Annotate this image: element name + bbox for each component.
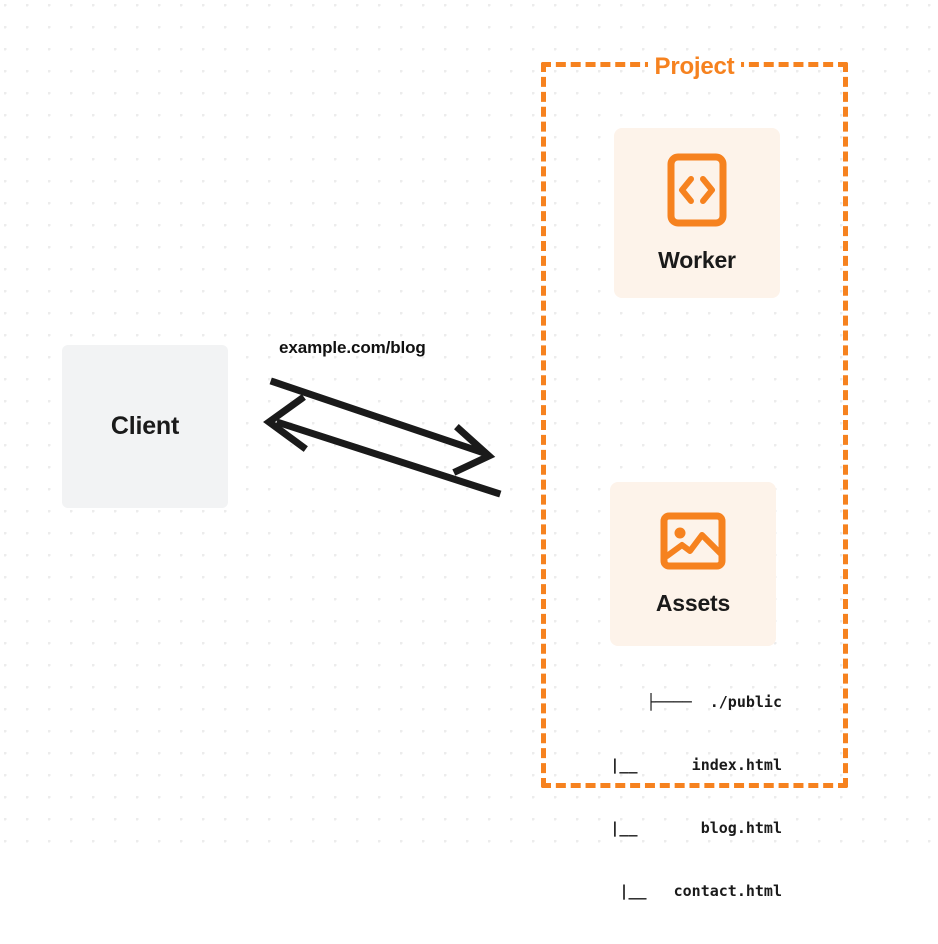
client-node: Client — [62, 345, 228, 508]
assets-card-label: Assets — [655, 590, 731, 616]
code-brackets-icon — [666, 152, 728, 233]
project-container: Project — [541, 53, 848, 788]
file-tree-row: |__ index.html — [610, 756, 782, 774]
assets-file-tree: ├──── ./public |__ index.html |__ blog.h… — [560, 650, 782, 944]
image-icon — [659, 511, 727, 576]
client-node-label: Client — [110, 412, 180, 440]
file-tree-row: ├──── ./public — [646, 693, 782, 711]
request-url-label: example.com/blog — [279, 338, 426, 357]
worker-card[interactable]: Worker — [614, 128, 780, 298]
request-arrow — [269, 377, 496, 476]
file-tree-row: |__ contact.html — [619, 882, 782, 900]
file-tree-row: |__ blog.html — [610, 819, 782, 837]
assets-card[interactable]: Assets — [610, 482, 776, 646]
worker-card-label: Worker — [658, 247, 736, 273]
response-arrow — [263, 394, 502, 498]
diagram-canvas: Client example.com/blog Project Worker — [0, 0, 938, 900]
project-container-title: Project — [647, 53, 742, 81]
